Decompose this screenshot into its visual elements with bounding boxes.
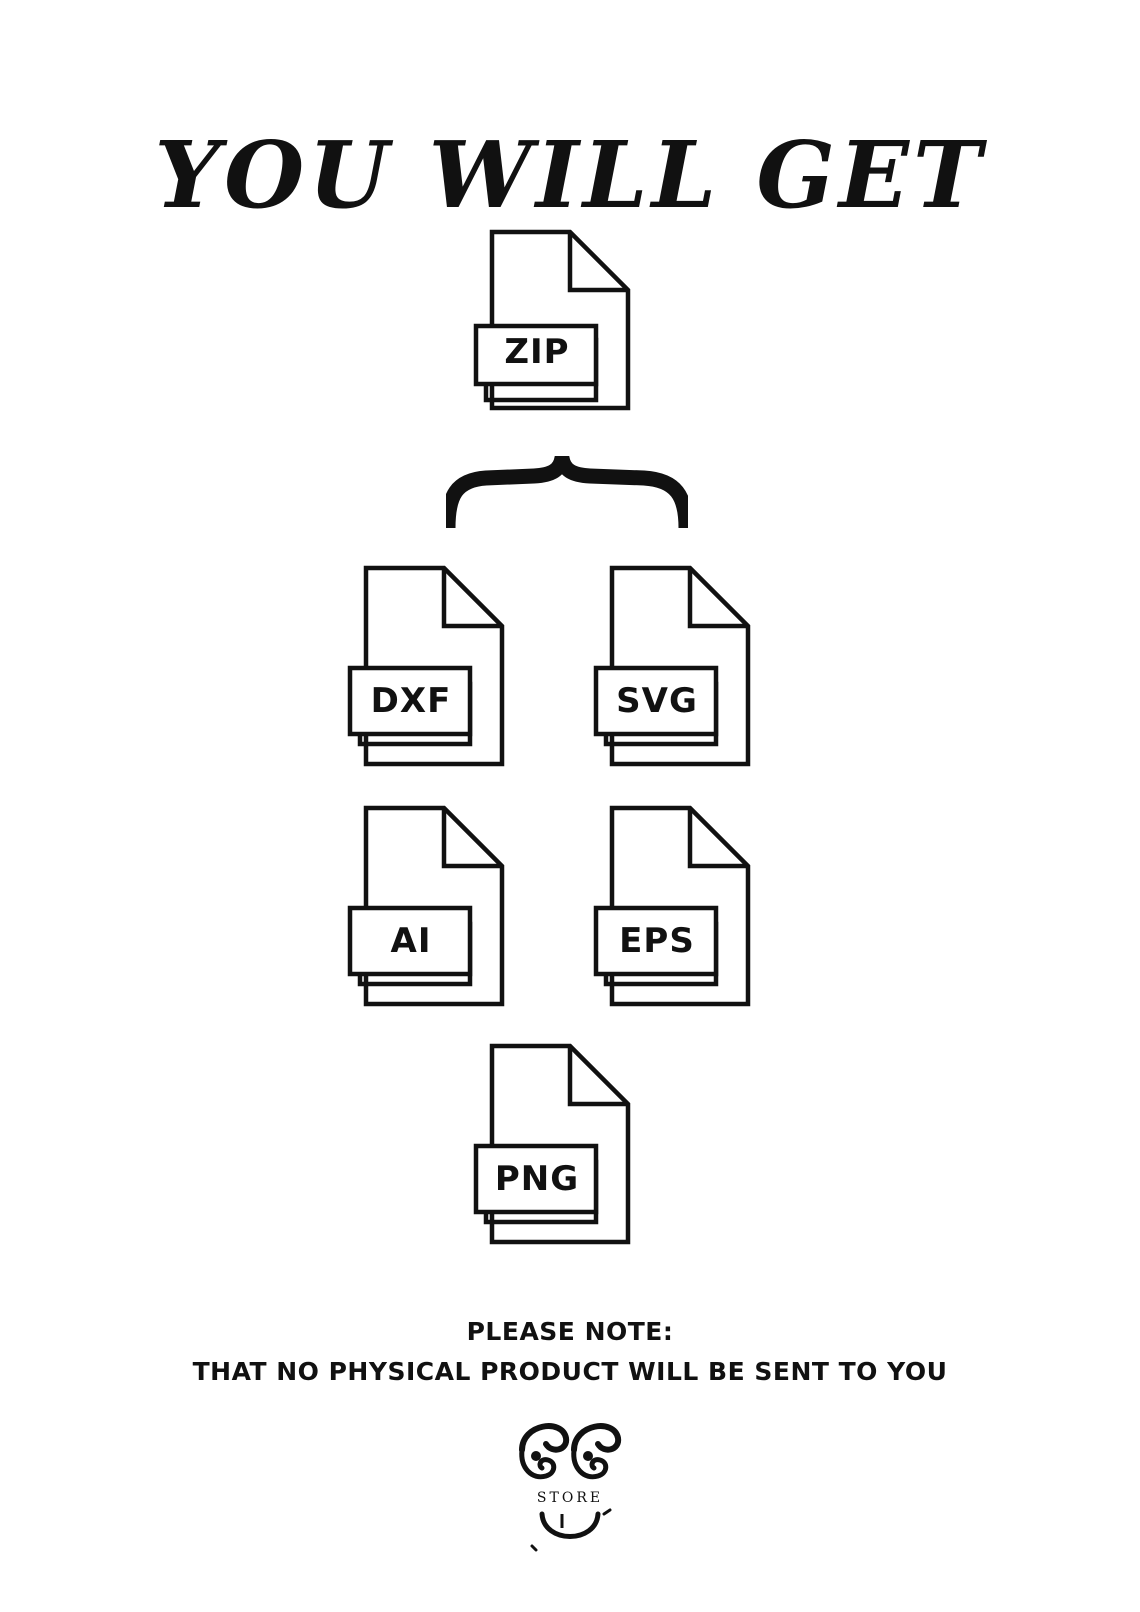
page-title: YOU WILL GET xyxy=(154,120,986,229)
file-label-dxf: DXF xyxy=(370,681,452,721)
file-outline-icon xyxy=(347,565,505,767)
eps-file-icon: EPS xyxy=(593,805,766,1016)
file-label-png: PNG xyxy=(494,1159,580,1199)
ai-file-icon: AI xyxy=(347,805,520,1016)
store-logo-icon: STORE xyxy=(519,1423,622,1552)
file-outline-icon xyxy=(593,805,751,1007)
file-outline-icon xyxy=(593,565,751,767)
png-file-icon: PNG xyxy=(473,1043,646,1254)
file-label-eps: EPS xyxy=(619,921,695,961)
note-heading: PLEASE NOTE: xyxy=(466,1317,674,1346)
file-outline-icon xyxy=(473,229,631,411)
note-body: THAT NO PHYSICAL PRODUCT WILL BE SENT TO… xyxy=(192,1357,948,1386)
zip-file-icon: ZIP xyxy=(473,229,646,440)
file-label-ai: AI xyxy=(390,921,432,961)
svg-file-icon: SVG xyxy=(593,565,766,776)
file-outline-icon xyxy=(473,1043,631,1245)
file-outline-icon xyxy=(347,805,505,1007)
brace-icon xyxy=(446,456,688,529)
logo-text: STORE xyxy=(537,1490,603,1506)
dxf-file-icon: DXF xyxy=(347,565,520,776)
file-label-svg: SVG xyxy=(616,681,698,721)
file-label-zip: ZIP xyxy=(504,332,570,372)
